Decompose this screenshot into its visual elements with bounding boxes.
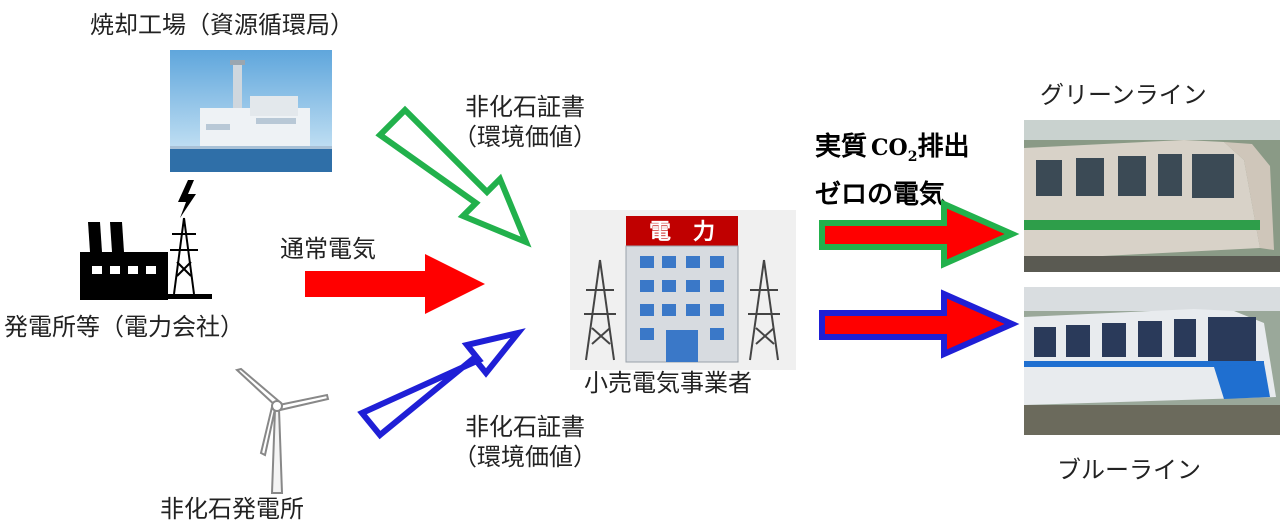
ground-line — [80, 294, 212, 299]
tower-left-icon — [584, 259, 616, 361]
cert-bottom-label: 非化石証書 （環境価値） — [440, 412, 610, 472]
blue-line-train-photo — [1024, 287, 1280, 435]
green-cert-arrow — [375, 105, 532, 248]
green-line-train-photo — [1024, 120, 1280, 272]
blue-line-label: ブルーライン — [1057, 456, 1201, 484]
wind-turbine-icon — [234, 367, 330, 494]
tower-right-icon — [748, 259, 780, 361]
incinerator-label: 焼却工場（資源循環局） — [90, 11, 354, 39]
cert-top-label: 非化石証書 （環境価値） — [440, 92, 610, 152]
blue-line-supply-arrow — [819, 289, 1020, 359]
building-door — [666, 330, 698, 362]
green-line-supply-arrow — [819, 199, 1020, 269]
normal-electricity-arrow — [305, 254, 485, 314]
building-sign: 電 力 — [649, 220, 715, 245]
zero-line1-b: CO — [871, 135, 908, 161]
power-company-icons — [80, 180, 212, 300]
power-company-label: 発電所等（電力会社） — [4, 313, 244, 341]
cert-top-line2: （環境価値） — [453, 123, 597, 151]
normal-electricity-label: 通常電気 — [280, 235, 376, 263]
factory-icon — [80, 222, 168, 300]
zero-line1-sub: 2 — [907, 149, 918, 166]
cert-top-line1: 非化石証書 — [465, 93, 585, 121]
non-fossil-plant-label: 非化石発電所 — [160, 495, 304, 523]
retailer-label: 小売電気事業者 — [584, 369, 752, 397]
transmission-tower-icon — [170, 217, 198, 295]
building-windows — [640, 256, 724, 340]
incinerator-photo — [170, 50, 332, 172]
cert-bottom-line1: 非化石証書 — [465, 413, 585, 441]
zero-line1-c: 排出 — [917, 132, 970, 162]
zero-line1-a: 実質 — [815, 132, 868, 162]
cert-bottom-line2: （環境価値） — [453, 443, 597, 471]
zero-emission-line2: ゼロの電気 — [815, 180, 946, 211]
lightning-icon — [178, 180, 196, 218]
power-company-building-icon: 電 力 — [570, 210, 796, 370]
blue-cert-arrow — [357, 328, 526, 440]
green-line-label: グリーンライン — [1040, 81, 1207, 109]
